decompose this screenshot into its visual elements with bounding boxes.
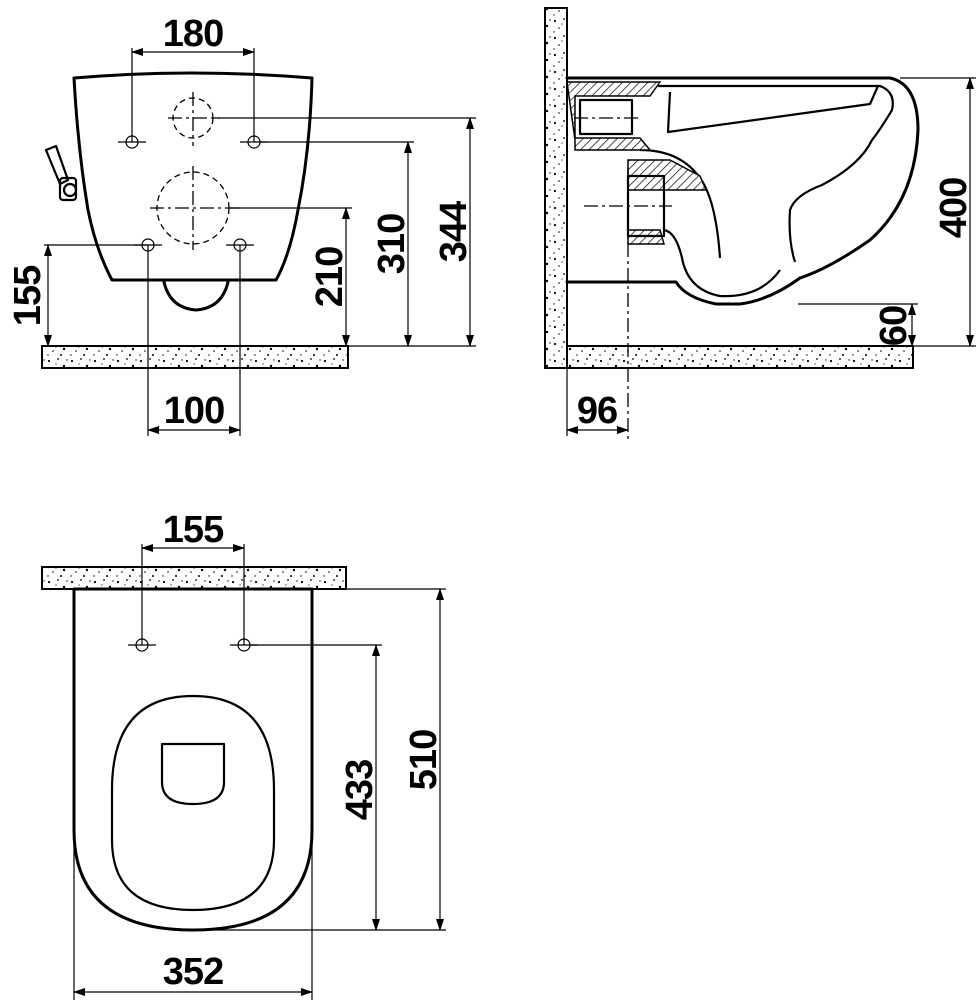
dim-height-middle-hole: 310 xyxy=(371,214,413,274)
dim-bottom-holes: 100 xyxy=(164,390,224,432)
dim-width: 352 xyxy=(163,951,223,993)
top-view: 155 510 433 352 xyxy=(41,509,446,1000)
rear-section-hatch xyxy=(566,81,662,151)
bowl-side-outline xyxy=(565,76,920,306)
bowl-inner-surface xyxy=(658,84,894,263)
bowl-front-outline xyxy=(72,71,314,282)
top-fixing-holes xyxy=(128,638,258,652)
front-view: 180 100 344 310 210 155 xyxy=(7,13,476,436)
water-area xyxy=(160,742,226,806)
dim-bottom-clearance: 60 xyxy=(873,306,915,346)
siphon-channel-inner xyxy=(663,228,781,298)
dim-hole-spacing: 155 xyxy=(163,509,224,551)
flush-lever-icon xyxy=(44,144,78,202)
dim-holes-to-front: 433 xyxy=(339,760,381,820)
water-inlet-pipe xyxy=(578,98,634,136)
lower-fixing-holes xyxy=(134,238,254,252)
trap-bulge xyxy=(162,280,230,312)
side-floor-slab xyxy=(566,345,914,369)
dim-height-upper-hole: 344 xyxy=(433,201,475,262)
floor-slab xyxy=(41,345,349,369)
side-view: 400 60 96 xyxy=(544,7,976,440)
dim-length: 510 xyxy=(403,730,445,790)
dim-top-holes: 180 xyxy=(163,13,223,55)
bowl-opening xyxy=(110,694,276,912)
dim-floor-to-lower: 155 xyxy=(7,265,49,326)
bowl-rim xyxy=(666,85,880,134)
wall-slab xyxy=(544,7,568,369)
top-wall-slab xyxy=(41,566,347,590)
dim-height-lower-holes: 210 xyxy=(309,247,351,307)
dim-total-height: 400 xyxy=(933,178,975,238)
dim-wall-to-outlet: 96 xyxy=(577,390,617,432)
bowl-top-outline xyxy=(72,587,314,932)
